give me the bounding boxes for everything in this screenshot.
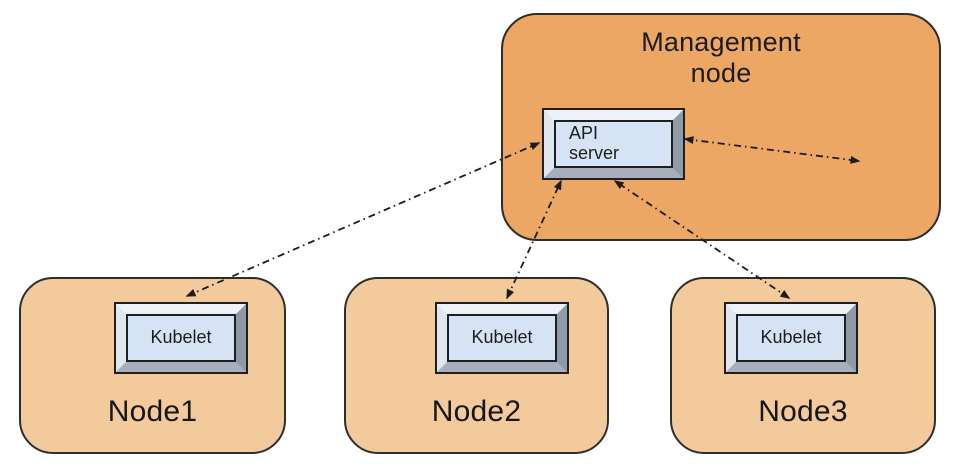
- node3-kubelet-box: Kubelet: [724, 302, 858, 374]
- node1-kubelet-face: Kubelet: [126, 314, 236, 362]
- node2-kubelet-bevel: [437, 304, 567, 372]
- node2-container: Kubelet Node2: [344, 277, 609, 454]
- node1-kubelet-bevel: [116, 304, 246, 372]
- api-server-box: API server: [542, 108, 685, 180]
- node3-kubelet-face: Kubelet: [736, 314, 846, 362]
- node3-container: Kubelet Node3: [670, 277, 936, 454]
- arrow-node1-kubelet-apiserver: [185, 142, 541, 297]
- management-node-container: Management node API server CA: [501, 13, 941, 241]
- api-server-face: API server: [554, 120, 673, 168]
- node1-kubelet-label: Kubelet: [150, 327, 212, 348]
- node3-kubelet-label: Kubelet: [760, 327, 822, 348]
- api-server-label: API server: [569, 123, 620, 163]
- api-server-box-bevel: [544, 110, 683, 178]
- node3-label: Node3: [758, 395, 848, 428]
- node2-label: Node2: [431, 395, 522, 428]
- node2-kubelet-box: Kubelet: [435, 302, 569, 374]
- node1-kubelet-box: Kubelet: [114, 302, 248, 374]
- node1-container: Kubelet Node1: [19, 277, 286, 454]
- management-node-label: Management node: [641, 27, 801, 89]
- node3-kubelet-bevel: [726, 304, 856, 372]
- node2-kubelet-face: Kubelet: [447, 314, 557, 362]
- node2-kubelet-label: Kubelet: [471, 327, 533, 348]
- node1-label: Node1: [107, 395, 198, 428]
